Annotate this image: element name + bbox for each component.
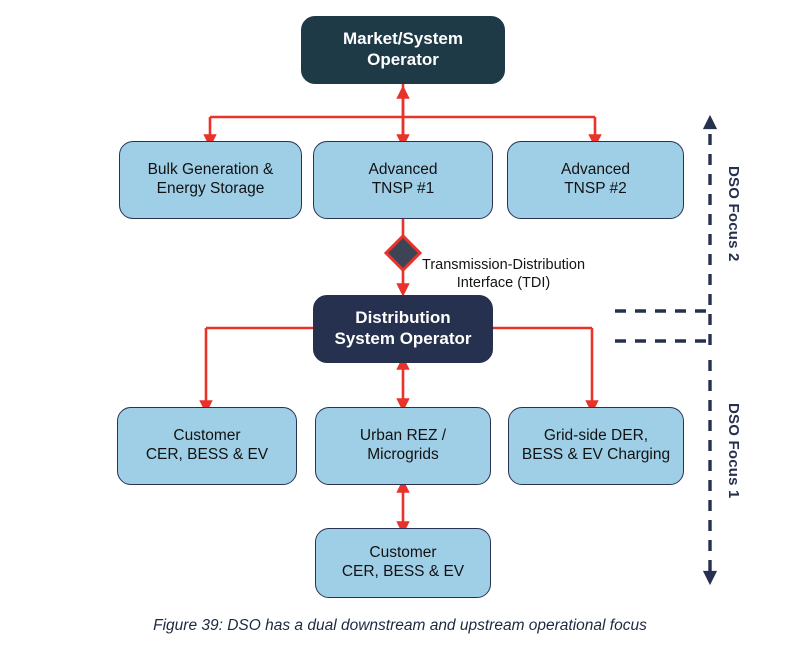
node-advanced-tnsp-2-label: Advanced TNSP #2	[561, 161, 630, 197]
label-dso-focus-1-text: DSO Focus 1	[725, 403, 742, 499]
node-customer-upper-label: Customer CER, BESS & EV	[145, 427, 269, 463]
node-advanced-tnsp-1[interactable]: Advanced TNSP #1	[313, 141, 493, 219]
tdi-diamond	[383, 233, 423, 273]
node-market-system-operator-label: Market/System Operator	[342, 29, 463, 69]
node-customer-lower[interactable]: Customer CER, BESS & EV	[315, 528, 491, 598]
node-customer-upper[interactable]: Customer CER, BESS & EV	[117, 407, 297, 485]
node-urban-rez-microgrids-label: Urban REZ / Microgrids	[359, 427, 447, 463]
figure-caption: Figure 39: DSO has a dual downstream and…	[0, 617, 800, 635]
node-advanced-tnsp-1-label: Advanced TNSP #1	[368, 161, 438, 197]
figure-caption-text: Figure 39: DSO has a dual downstream and…	[153, 617, 647, 634]
node-urban-rez-microgrids[interactable]: Urban REZ / Microgrids	[315, 407, 491, 485]
node-customer-lower-label: Customer CER, BESS & EV	[341, 544, 465, 580]
node-distribution-system-operator-label: Distribution System Operator	[334, 308, 472, 348]
node-grid-side-der-label: Grid-side DER, BESS & EV Charging	[521, 427, 671, 463]
label-dso-focus-1: DSO Focus 1	[725, 403, 742, 499]
node-advanced-tnsp-2[interactable]: Advanced TNSP #2	[507, 141, 684, 219]
tdi-interface-text: Transmission-Distribution Interface (TDI…	[422, 257, 586, 292]
label-dso-focus-2-text: DSO Focus 2	[725, 166, 742, 262]
label-dso-focus-2: DSO Focus 2	[725, 166, 742, 262]
tdi-interface-label: Transmission-Distribution Interface (TDI…	[422, 238, 585, 292]
node-distribution-system-operator[interactable]: Distribution System Operator	[313, 295, 493, 363]
node-market-system-operator[interactable]: Market/System Operator	[301, 16, 505, 84]
node-bulk-generation-label: Bulk Generation & Energy Storage	[147, 161, 274, 197]
node-grid-side-der[interactable]: Grid-side DER, BESS & EV Charging	[508, 407, 684, 485]
node-bulk-generation[interactable]: Bulk Generation & Energy Storage	[119, 141, 302, 219]
